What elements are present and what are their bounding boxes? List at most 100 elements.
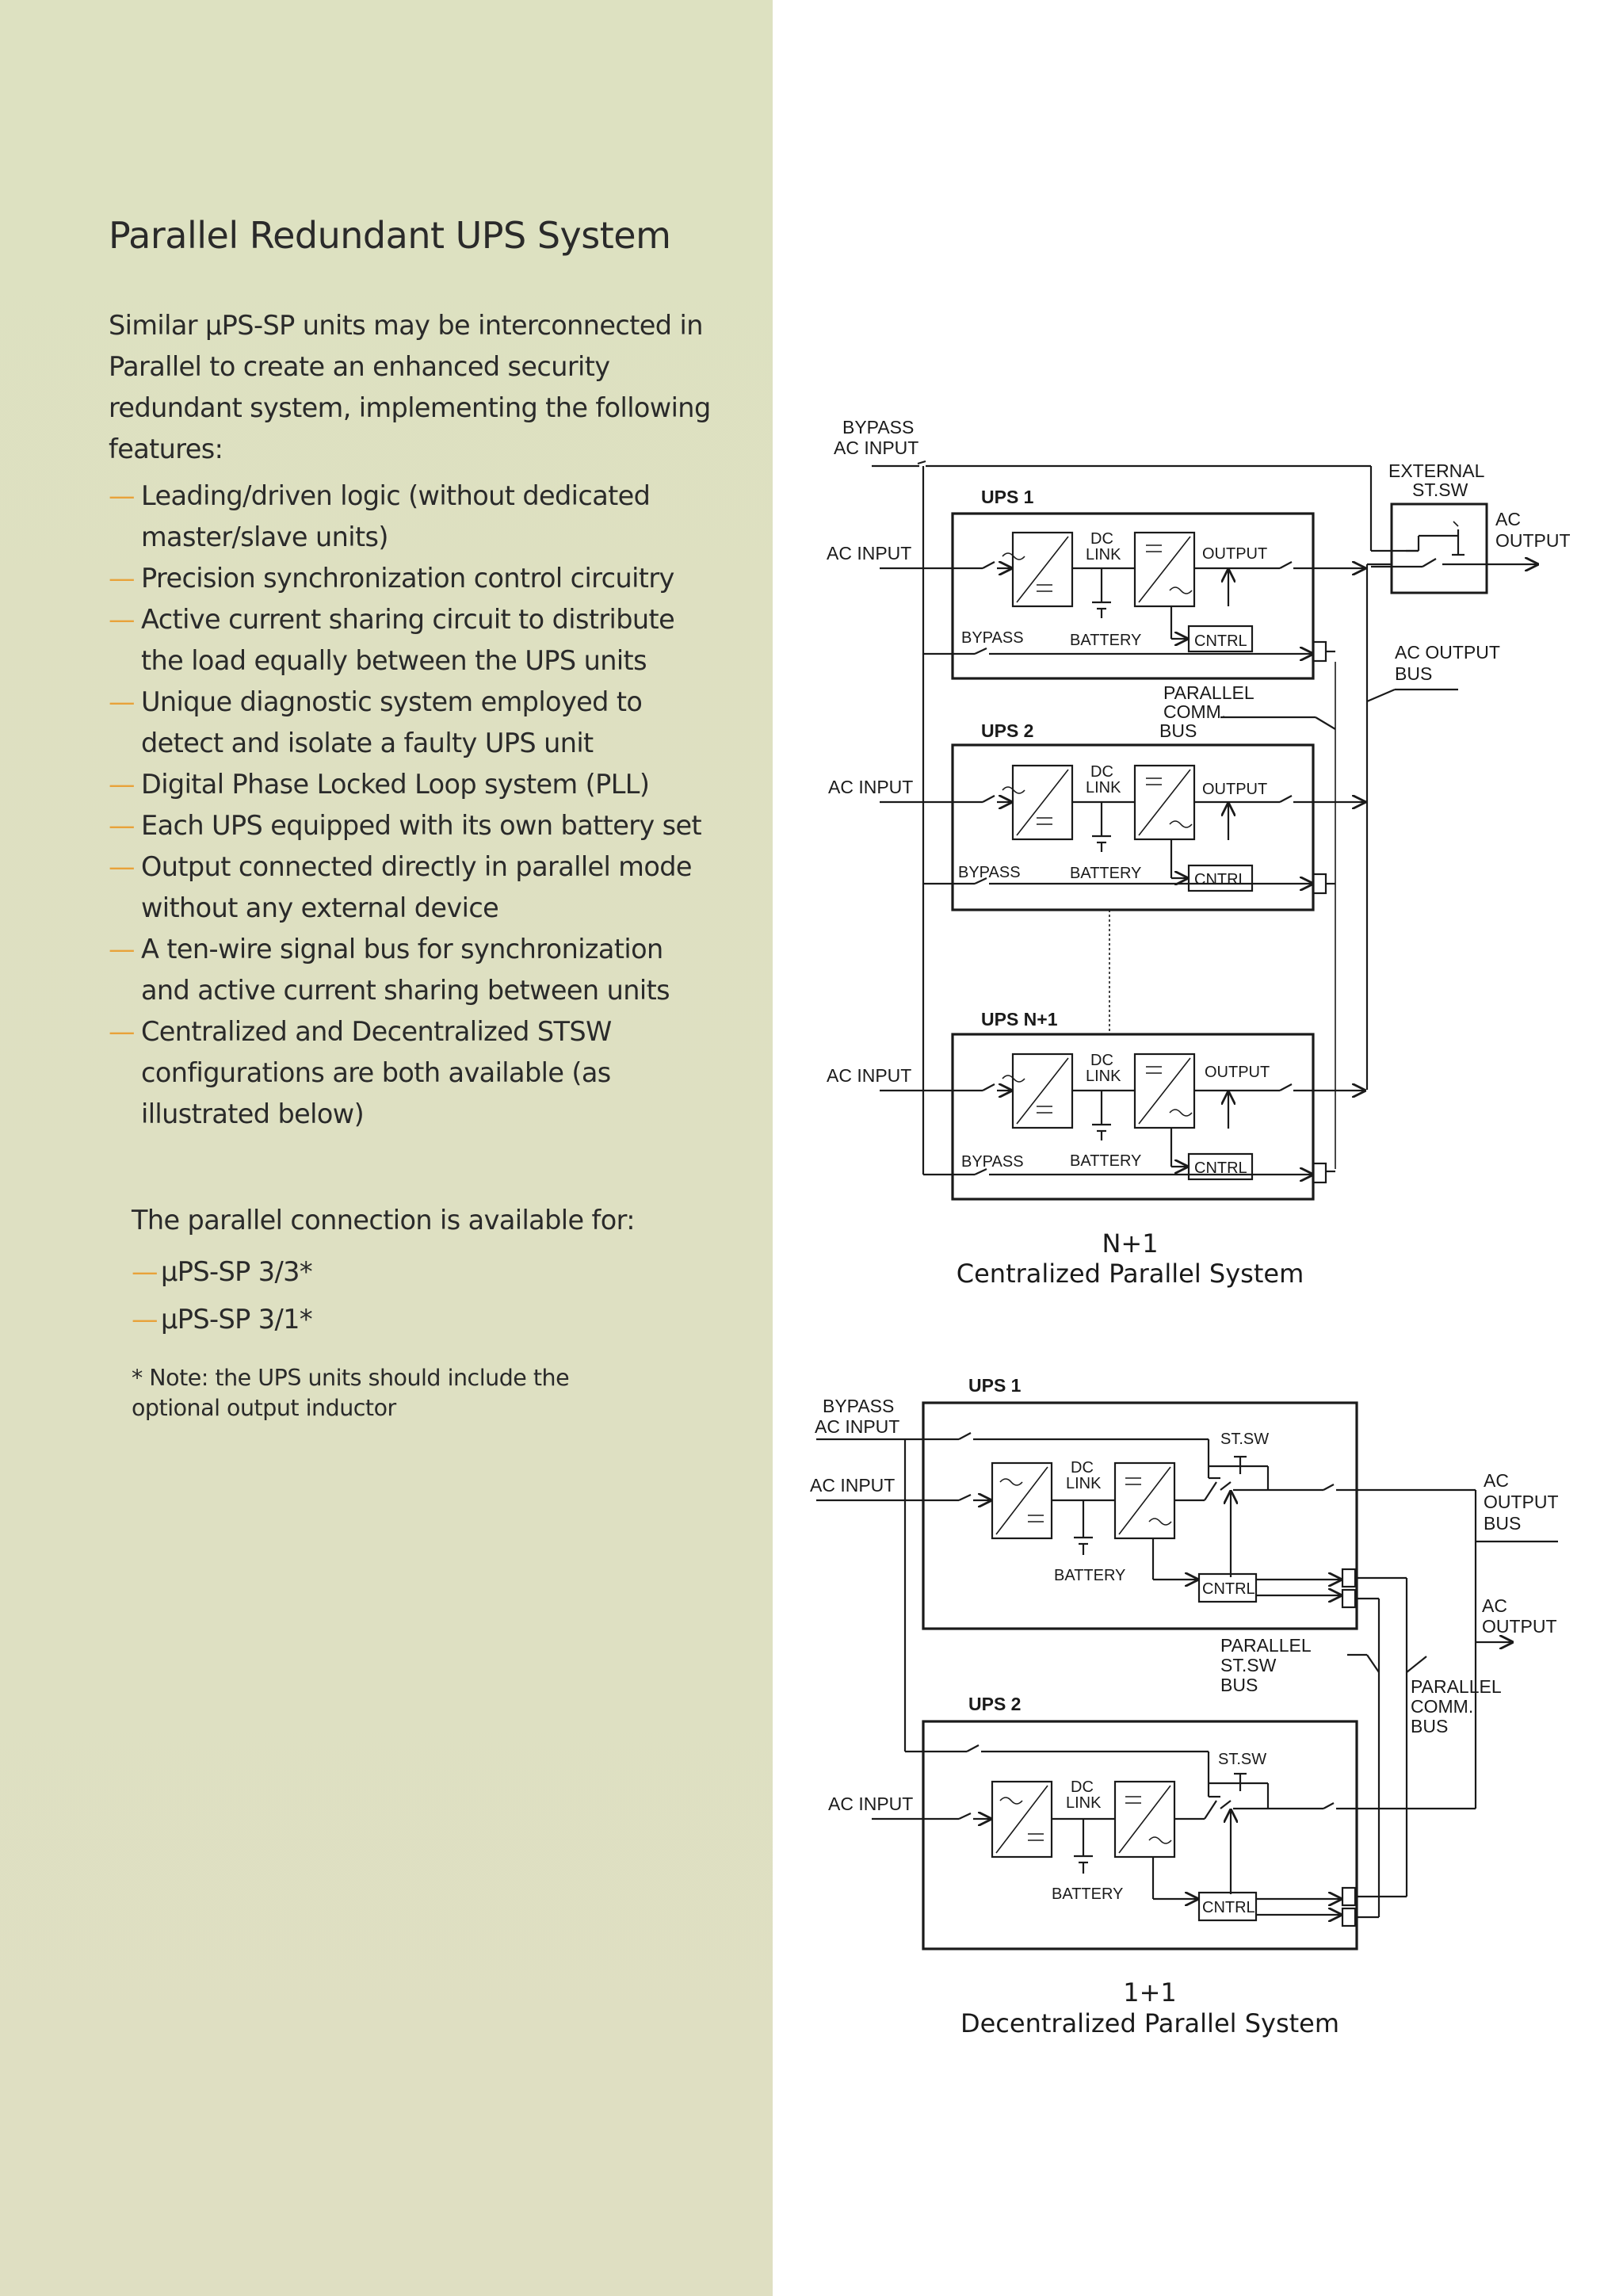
parallel-comm-bus-label: COMM.	[1163, 701, 1226, 722]
ac-output-bus-label: AC OUTPUT	[1395, 642, 1500, 663]
dc-link-label: LINK	[1066, 1794, 1102, 1812]
feature-item: —Centralized and Decentralized STSW conf…	[109, 1011, 711, 1135]
availability-text: The parallel connection is available for…	[132, 1205, 635, 1236]
feature-item: —Active current sharing circuit to distr…	[109, 599, 711, 682]
output-label: OUTPUT	[1202, 545, 1267, 563]
cntrl-label: CNTRL	[1194, 632, 1247, 650]
bullet-dash: —	[132, 1304, 158, 1335]
feature-list: —Leading/driven logic (without dedicated…	[109, 476, 711, 1135]
parallel-comm-bus-label: BUS	[1159, 720, 1197, 741]
bypass-label: BYPASS	[961, 1153, 1024, 1171]
ups-label: UPS 2	[981, 720, 1033, 741]
feature-text: Precision synchronization control circui…	[141, 563, 674, 594]
stsw-label: ST.SW	[1218, 1751, 1266, 1768]
ac-input-label: AC INPUT	[810, 1475, 895, 1496]
diagram-caption: 1+1	[1123, 1977, 1177, 2008]
dc-link-label: DC	[1071, 1778, 1094, 1796]
ac-input-label: AC INPUT	[828, 777, 913, 797]
feature-text: Centralized and Decentralized STSW confi…	[141, 1016, 612, 1129]
feature-item: —Output connected directly in parallel m…	[109, 846, 711, 929]
external-stsw-label: EXTERNAL	[1388, 460, 1485, 481]
feature-text: Each UPS equipped with its own battery s…	[141, 810, 702, 841]
ups-2-stage	[872, 1752, 1476, 1927]
bullet-dash: —	[109, 769, 136, 800]
bypass-label: AC INPUT	[834, 437, 918, 458]
ac-output-label: AC	[1482, 1595, 1507, 1616]
battery-label: BATTERY	[1070, 865, 1141, 882]
ups-label: UPS N+1	[981, 1009, 1058, 1030]
ac-output-label: OUTPUT	[1482, 1616, 1557, 1637]
parallel-comm-bus-label: PARALLEL	[1163, 682, 1254, 703]
dc-link-label: LINK	[1066, 1475, 1102, 1492]
bypass-label: AC INPUT	[815, 1416, 899, 1437]
feature-item: —Leading/driven logic (without dedicated…	[109, 476, 711, 558]
external-stsw-label: ST.SW	[1412, 479, 1468, 500]
bypass-label: BYPASS	[961, 629, 1024, 647]
model-text: µPS-SP 3/3*	[161, 1256, 313, 1287]
feature-item: —A ten-wire signal bus for synchronizati…	[109, 929, 711, 1011]
bullet-dash: —	[109, 604, 136, 635]
bullet-dash: —	[109, 934, 136, 965]
intro-text: Similar µPS-SP units may be interconnect…	[109, 310, 711, 464]
feature-text: Digital Phase Locked Loop system (PLL)	[141, 769, 650, 800]
model-text: µPS-SP 3/1*	[161, 1304, 313, 1335]
bypass-label: BYPASS	[842, 417, 914, 437]
ups-label: UPS 2	[968, 1694, 1021, 1714]
intro-paragraph: Similar µPS-SP units may be interconnect…	[109, 305, 711, 470]
cntrl-label: CNTRL	[1202, 1899, 1255, 1916]
decentralized-diagram	[816, 1401, 1558, 1950]
ups-2-block	[880, 743, 1365, 911]
model-item: —µPS-SP 3/3*	[132, 1248, 313, 1296]
ups-n1-block	[880, 1033, 1365, 1201]
dc-link-label: DC	[1071, 1459, 1094, 1477]
model-item: —µPS-SP 3/1*	[132, 1296, 313, 1343]
footnote: * Note: the UPS units should include the…	[132, 1365, 570, 1421]
ac-output-bus-label: BUS	[1395, 663, 1432, 684]
cntrl-label: CNTRL	[1202, 1580, 1255, 1598]
feature-item: —Each UPS equipped with its own battery …	[109, 805, 711, 846]
parallel-comm-bus-label: PARALLEL	[1411, 1676, 1502, 1697]
output-label: OUTPUT	[1205, 1064, 1270, 1081]
ac-output-bus-label: AC	[1484, 1470, 1509, 1491]
ups-label: UPS 1	[968, 1375, 1022, 1396]
feature-text: A ten-wire signal bus for synchronizatio…	[141, 934, 670, 1006]
parallel-stsw-bus-label: PARALLEL	[1220, 1635, 1312, 1656]
centralized-diagram	[872, 460, 1537, 1201]
parallel-comm-bus-label: BUS	[1411, 1716, 1448, 1736]
parallel-stsw-bus-label: ST.SW	[1220, 1655, 1277, 1675]
ac-output-bus-label: BUS	[1484, 1513, 1521, 1534]
battery-label: BATTERY	[1052, 1885, 1123, 1903]
diagram-caption: Centralized Parallel System	[957, 1259, 1304, 1289]
ac-input-label: AC INPUT	[827, 1065, 911, 1086]
feature-item: —Precision synchronization control circu…	[109, 558, 711, 599]
bullet-dash: —	[132, 1256, 158, 1287]
bypass-label: BYPASS	[958, 864, 1021, 881]
left-panel	[0, 0, 773, 2296]
diagram-caption: N+1	[1102, 1228, 1158, 1259]
feature-text: Output connected directly in parallel mo…	[141, 851, 693, 923]
stsw-label: ST.SW	[1220, 1431, 1269, 1448]
bullet-dash: —	[109, 563, 136, 594]
bullet-dash: —	[109, 480, 136, 511]
bullet-dash: —	[109, 1016, 136, 1047]
battery-label: BATTERY	[1054, 1567, 1125, 1584]
model-list: —µPS-SP 3/3* —µPS-SP 3/1*	[132, 1248, 313, 1343]
dc-link-label: DC	[1090, 763, 1113, 781]
ups-label: UPS 1	[981, 487, 1034, 507]
ups-1-block	[880, 512, 1365, 680]
feature-text: Active current sharing circuit to distri…	[141, 604, 675, 676]
diagram-caption: Decentralized Parallel System	[960, 2008, 1339, 2038]
cntrl-label: CNTRL	[1194, 1159, 1247, 1177]
dc-link-label: LINK	[1086, 779, 1121, 797]
ac-output-bus-label: OUTPUT	[1484, 1492, 1559, 1512]
feature-item: —Unique diagnostic system employed to de…	[109, 682, 711, 764]
ac-output-label: AC	[1495, 509, 1521, 529]
dc-link-label: LINK	[1086, 1068, 1121, 1085]
output-label: OUTPUT	[1202, 781, 1267, 798]
ac-output-label: OUTPUT	[1495, 530, 1571, 551]
bypass-label: BYPASS	[823, 1396, 894, 1416]
feature-item: —Digital Phase Locked Loop system (PLL)	[109, 764, 711, 805]
feature-text: Leading/driven logic (without dedicated …	[141, 480, 651, 552]
parallel-stsw-bus-label: BUS	[1220, 1675, 1258, 1695]
